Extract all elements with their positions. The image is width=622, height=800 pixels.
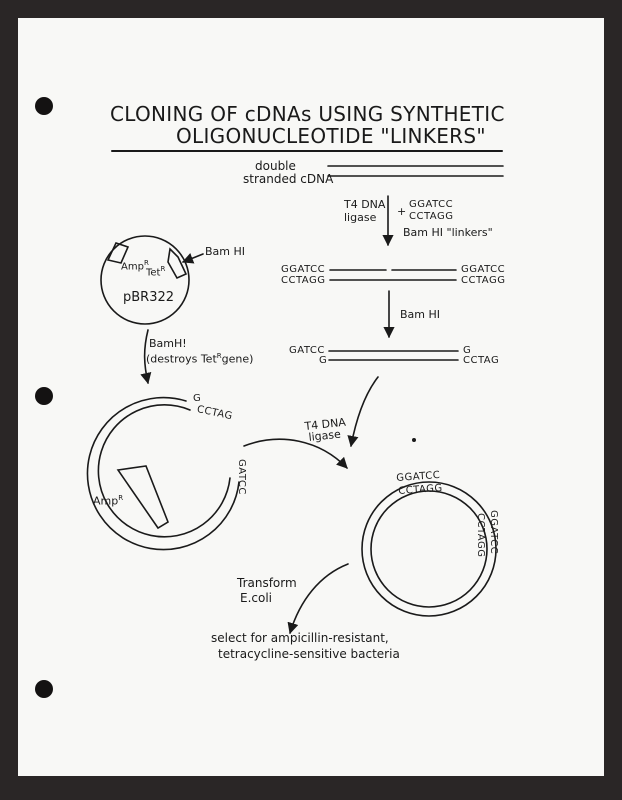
binder-hole-top — [35, 97, 53, 115]
amp-superscript: R — [143, 259, 149, 267]
arrow-plasmid-to-vector — [140, 329, 152, 385]
label-cut-left-bottom: G — [319, 355, 327, 366]
label-linked-left-bottom: CCTAGG — [281, 275, 326, 286]
label-linked-left-top: GGATCC — [281, 264, 326, 275]
arrow-fragment-to-ligation — [347, 376, 379, 448]
label-bamhi-cut: BamH! — [149, 337, 187, 350]
tet-gene-box — [167, 247, 188, 280]
arrow-to-selection — [287, 563, 349, 635]
vector-amp-superscript: R — [118, 494, 124, 502]
title-line-2: OLIGONUCLEOTIDE "LINKERS" — [176, 124, 486, 148]
vector-amp-gene-box — [116, 465, 169, 530]
vector-amp-text: Amp — [93, 494, 119, 508]
label-ligase-1: ligase — [344, 211, 377, 224]
label-bamhi-plasmid: Bam HI — [205, 245, 246, 258]
label-recombinant-right-b: GGATCC — [488, 510, 499, 555]
label-vector-g: G — [193, 393, 201, 404]
label-select-line-1: select for ampicillin-resistant, — [211, 631, 389, 645]
label-pbr322: pBR322 — [123, 290, 175, 305]
title-line-1: CLONING OF cDNAs USING SYNTHETIC — [110, 102, 505, 126]
label-ecoli: E.coli — [240, 591, 273, 605]
cut-fragment — [328, 350, 459, 361]
diagram-sheet — [18, 18, 604, 776]
opened-vector — [86, 396, 240, 551]
label-ligase-2: ligase — [307, 427, 342, 444]
label-double: double — [255, 159, 296, 173]
destroys-gene-text: gene) — [221, 352, 254, 366]
label-bamhi-digest: Bam HI — [400, 308, 441, 321]
linked-dna — [329, 269, 457, 281]
destroys-text: (destroys Tet — [146, 352, 217, 366]
label-bamhi-linkers: Bam HI "linkers" — [403, 226, 493, 239]
label-cut-right-top: G — [463, 345, 471, 356]
pbr322-plasmid — [100, 235, 204, 325]
amp-gene-box — [106, 242, 130, 264]
label-linked-right-top: GGATCC — [461, 264, 506, 275]
label-destroys-tet: (destroys TetRgene) — [146, 353, 253, 365]
label-tet-r: TetR — [146, 266, 165, 278]
arrow-vector-to-ligation — [243, 438, 348, 469]
label-cut-right-bottom: CCTAG — [463, 355, 500, 366]
ink-dot — [412, 438, 416, 442]
label-plus: + — [397, 205, 407, 218]
label-vector-amp: AmpR — [93, 495, 123, 507]
binder-hole-middle — [35, 387, 53, 405]
label-linker-top: GGATCC — [409, 199, 454, 210]
tet-superscript: R — [160, 265, 166, 273]
amp-text: Amp — [121, 261, 144, 273]
bamhi-site-pointer — [181, 253, 204, 264]
label-select-line-2: tetracycline-sensitive bacteria — [218, 647, 400, 661]
label-recombinant-right-a: CCTAGG — [475, 513, 486, 558]
label-linked-right-bottom: CCTAGG — [461, 275, 506, 286]
destroys-superscript: R — [216, 352, 222, 360]
label-stranded-cdna: stranded cDNA — [243, 172, 334, 186]
label-cut-left-top: GATCC — [289, 345, 325, 356]
label-linker-bottom: CCTAGG — [409, 211, 454, 222]
binder-hole-bottom — [35, 680, 53, 698]
label-amp-r: AmpR — [121, 260, 149, 272]
label-vector-gatcc: GATCC — [236, 459, 247, 495]
label-t4-dna-1: T4 DNA — [344, 198, 386, 211]
label-transform: Transform — [237, 576, 297, 590]
tet-text: Tet — [146, 267, 161, 279]
recombinant-plasmid — [361, 481, 497, 617]
